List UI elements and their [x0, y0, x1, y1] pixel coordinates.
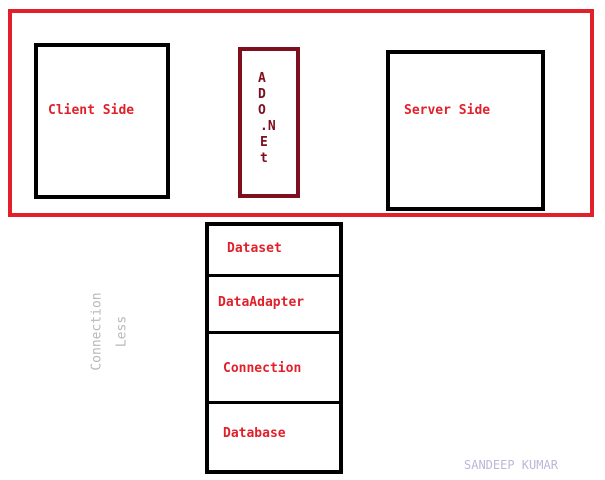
connection-label: Connection — [223, 361, 302, 376]
connection-less-note-line1: Connection — [89, 292, 105, 371]
data-stack — [205, 222, 343, 474]
application-frame — [8, 9, 594, 217]
ado-net-box — [238, 47, 300, 198]
connection-less-note-line2: Less — [114, 315, 130, 348]
dataset-label: Dataset — [227, 241, 282, 256]
ado-letter: E — [260, 135, 268, 150]
ado-letter: O — [258, 103, 266, 118]
ado-letter: D — [258, 87, 266, 102]
database-label: Database — [223, 426, 286, 441]
stack-divider — [205, 274, 343, 277]
stack-divider — [205, 401, 343, 404]
dataadapter-label: DataAdapter — [218, 295, 305, 310]
ado-letter: .N — [260, 119, 276, 134]
ado-net-label: A D O .N E t — [250, 71, 282, 167]
client-side-box — [34, 43, 170, 199]
ado-letter: t — [260, 151, 268, 166]
ado-letter: A — [258, 71, 266, 86]
client-side-label: Client Side — [48, 103, 135, 118]
server-side-label: Server Side — [404, 103, 491, 118]
author-signature: SANDEEP KUMAR — [464, 458, 558, 472]
server-side-box — [386, 50, 545, 211]
stack-divider — [205, 331, 343, 334]
